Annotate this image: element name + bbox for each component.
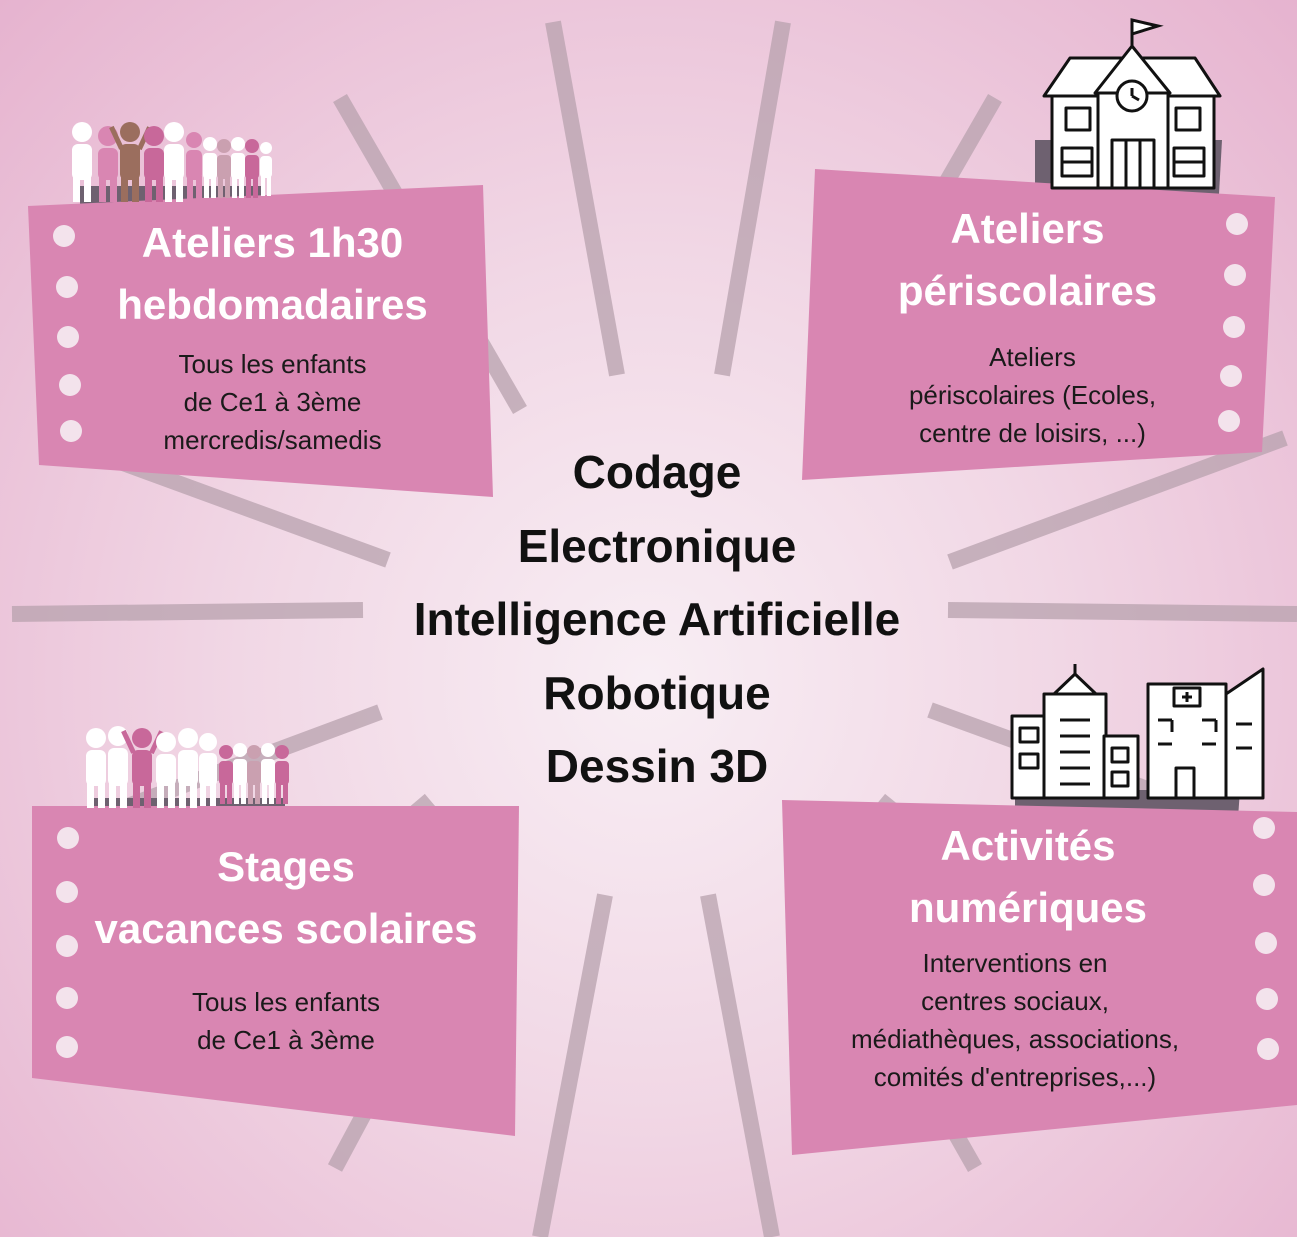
card-numeriques-title-line1: Activités	[940, 822, 1116, 869]
card-numeriques-desc-line1: Interventions en	[922, 948, 1108, 978]
card-numeriques-title: Activités numériques	[838, 815, 1218, 939]
card-stages-desc-line1: Tous les enfants	[192, 987, 380, 1017]
card-periscolaire-desc-line1: Ateliers	[989, 342, 1076, 372]
card-periscolaire-desc-line2: périscolaires (Ecoles,	[908, 380, 1157, 410]
card-periscolaire-title-line1: Ateliers	[950, 205, 1105, 252]
card-numeriques-desc-line4: comités d'entreprises,...)	[873, 1062, 1157, 1092]
topic-item: Intelligence Artificielle	[413, 593, 901, 645]
card-weekly-description: Tous les enfants de Ce1 à 3ème mercredis…	[100, 345, 445, 459]
card-weekly-desc-line3: mercredis/samedis	[163, 425, 382, 455]
topic-item: Dessin 3D	[545, 740, 769, 792]
card-stages-title-line1: Stages	[217, 843, 355, 890]
card-stages-description: Tous les enfants de Ce1 à 3ème	[115, 983, 457, 1059]
school-building-icon	[1042, 18, 1222, 190]
card-numeriques-desc-line2: centres sociaux,	[921, 986, 1109, 1016]
card-weekly-desc-line1: Tous les enfants	[178, 349, 367, 379]
card-stages-desc-line2: de Ce1 à 3ème	[197, 1025, 375, 1055]
card-weekly-title-line2: hebdomadaires	[117, 281, 428, 328]
card-periscolaire-description: Ateliers périscolaires (Ecoles, centre d…	[860, 338, 1205, 452]
topic-item: Electronique	[517, 519, 797, 572]
card-numeriques-title-line2: numériques	[908, 884, 1148, 931]
card-periscolaire-title: Ateliers périscolaires	[840, 198, 1215, 322]
city-buildings-icon	[1010, 664, 1265, 800]
card-stages-title-line2: vacances scolaires	[94, 905, 478, 952]
card-periscolaire-title-line2: périscolaires	[897, 267, 1158, 314]
card-numeriques-desc-line3: médiathèques, associations,	[850, 1024, 1180, 1054]
card-weekly-desc-line2: de Ce1 à 3ème	[183, 387, 362, 417]
topic-item: Codage	[572, 446, 742, 498]
card-weekly-title-line1: Ateliers 1h30	[141, 219, 404, 266]
card-numeriques-description: Interventions en centres sociaux, médiat…	[815, 944, 1215, 1096]
center-topics-list: Codage Electronique Intelligence Artific…	[360, 436, 954, 804]
group-of-children-icon	[72, 122, 272, 202]
card-periscolaire-desc-line3: centre de loisirs, ...)	[919, 418, 1146, 448]
card-weekly-title: Ateliers 1h30 hebdomadaires	[80, 212, 465, 336]
group-of-children-icon	[86, 726, 289, 808]
topic-item: Robotique	[543, 666, 771, 719]
card-stages-title: Stages vacances scolaires	[80, 836, 492, 960]
